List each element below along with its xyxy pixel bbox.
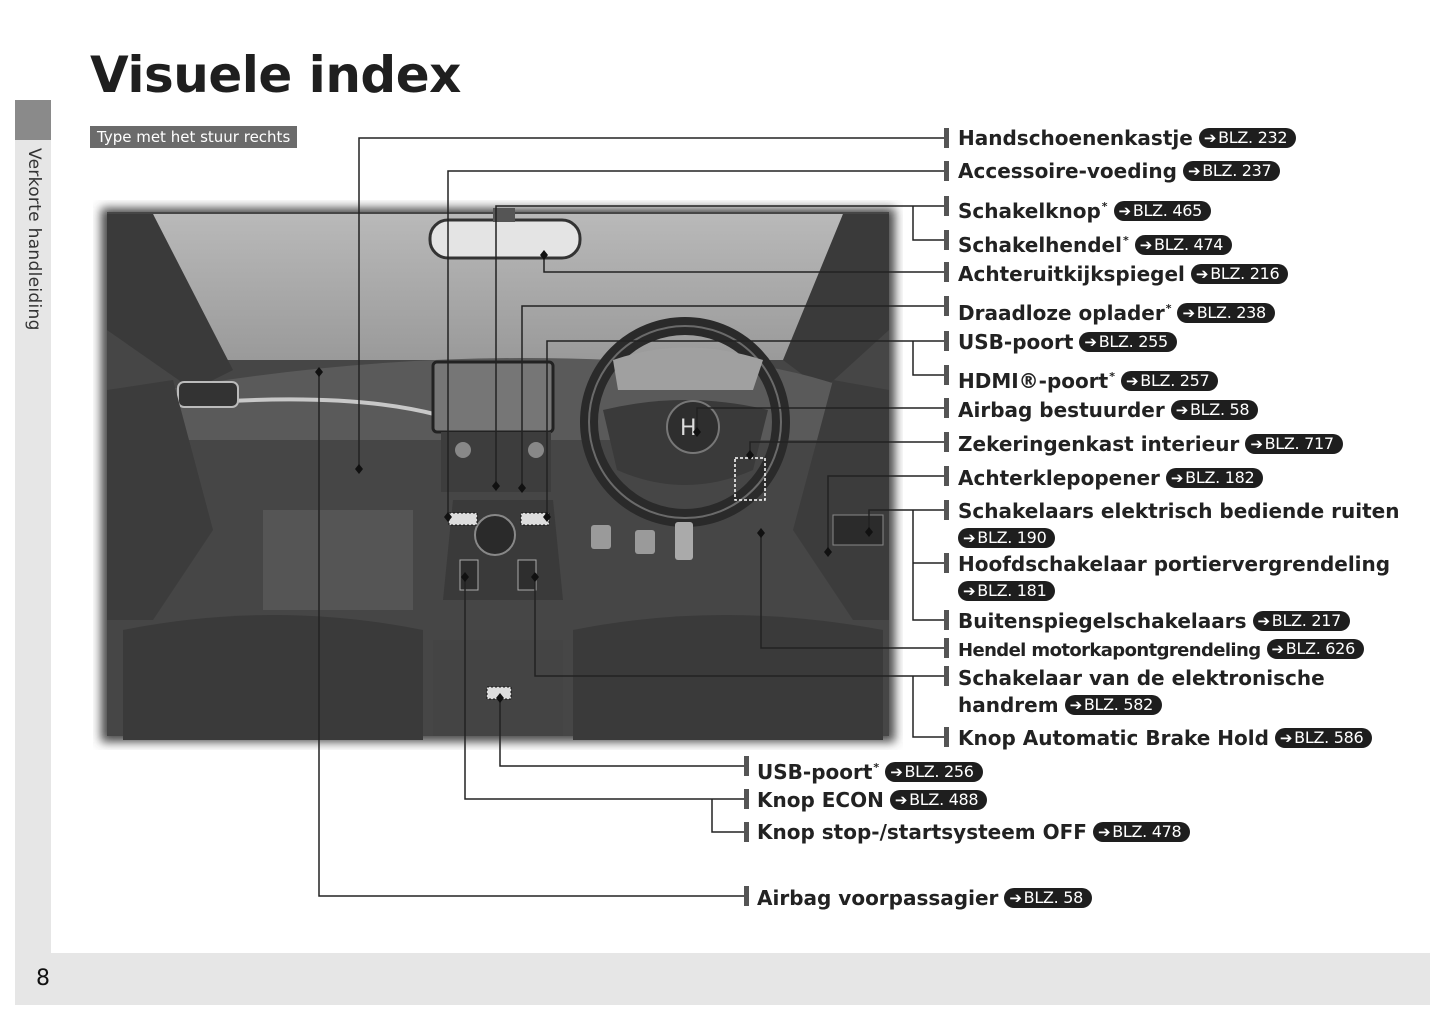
- page-arrow-icon: ➔: [1097, 823, 1111, 841]
- page-ref-badge[interactable]: ➔BLZ. 582: [1064, 695, 1163, 715]
- page-ref-badge[interactable]: ➔BLZ. 232: [1198, 128, 1297, 148]
- page-arrow-icon: ➔: [890, 763, 903, 781]
- page-ref-badge[interactable]: ➔BLZ. 217: [1252, 611, 1350, 631]
- footer-band: [15, 953, 1430, 1005]
- page-arrow-icon: ➔: [963, 582, 976, 600]
- callout-wireless-charger: Draadloze oplader*➔BLZ. 238: [958, 295, 1275, 327]
- callout-hood-release: Hendel motorkapontgrendeling➔BLZ. 626: [958, 637, 1364, 664]
- callout-passenger-airbag: Airbag voorpassagier➔BLZ. 58: [757, 885, 1092, 912]
- page-ref-badge[interactable]: ➔BLZ. 256: [885, 762, 983, 782]
- page-ref-badge[interactable]: ➔BLZ. 626: [1266, 639, 1364, 659]
- callout-usb-port-rear: USB-poort*➔BLZ. 256: [757, 754, 983, 786]
- page-arrow-icon: ➔: [1139, 236, 1153, 254]
- page-arrow-icon: ➔: [1118, 202, 1132, 220]
- page-ref-badge[interactable]: ➔BLZ. 237: [1182, 161, 1281, 181]
- callout-power-window-switches: Schakelaars elektrisch bediende ruiten➔B…: [958, 499, 1400, 548]
- callout-master-door-lock: Hoofdschakelaar portiervergrendeling➔BLZ…: [958, 552, 1391, 601]
- page-arrow-icon: ➔: [1187, 162, 1201, 180]
- page-ref-badge[interactable]: ➔BLZ. 488: [889, 790, 988, 810]
- page-ref-badge[interactable]: ➔BLZ. 465: [1113, 201, 1211, 221]
- page-ref-badge[interactable]: ➔BLZ. 181: [958, 581, 1056, 601]
- page-ref-badge[interactable]: ➔BLZ. 478: [1092, 822, 1191, 842]
- callout-shift-button: Schakelknop*➔BLZ. 465: [958, 193, 1211, 225]
- page-ref-badge[interactable]: ➔BLZ. 182: [1165, 468, 1264, 488]
- page-arrow-icon: ➔: [1069, 696, 1083, 714]
- callout-econ-button: Knop ECON➔BLZ. 488: [757, 787, 988, 814]
- callout-driver-airbag: Airbag bestuurder➔BLZ. 58: [958, 397, 1259, 424]
- callout-start-stop-off: Knop stop-/startsysteem OFF➔BLZ. 478: [757, 819, 1191, 846]
- callout-shift-lever: Schakelhendel*➔BLZ. 474: [958, 227, 1233, 259]
- page-arrow-icon: ➔: [1257, 612, 1271, 630]
- callout-brake-hold: Knop Automatic Brake Hold➔BLZ. 586: [958, 725, 1373, 752]
- page-arrow-icon: ➔: [894, 791, 908, 809]
- page-title: Visuele index: [90, 46, 461, 104]
- page-arrow-icon: ➔: [1271, 640, 1285, 658]
- page-ref-badge[interactable]: ➔BLZ. 216: [1190, 264, 1289, 284]
- page-arrow-icon: ➔: [963, 529, 976, 547]
- page-ref-badge[interactable]: ➔BLZ. 257: [1120, 371, 1219, 391]
- callout-mirror-switches: Buitenspiegelschakelaars➔BLZ. 217: [958, 608, 1350, 635]
- page-arrow-icon: ➔: [1175, 401, 1189, 419]
- page-arrow-icon: ➔: [1250, 435, 1263, 453]
- page-arrow-icon: ➔: [1203, 129, 1217, 147]
- page-arrow-icon: ➔: [1182, 304, 1195, 322]
- page-ref-badge[interactable]: ➔BLZ. 238: [1177, 303, 1275, 323]
- callout-tailgate-opener: Achterklepopener➔BLZ. 182: [958, 465, 1264, 492]
- callout-fuse-box: Zekeringenkast interieur➔BLZ. 717: [958, 431, 1343, 458]
- page-ref-badge[interactable]: ➔BLZ. 474: [1134, 235, 1233, 255]
- page-ref-badge[interactable]: ➔BLZ. 58: [1170, 400, 1259, 420]
- page-ref-badge[interactable]: ➔BLZ. 586: [1274, 728, 1373, 748]
- page-number: 8: [36, 966, 50, 991]
- page-ref-badge[interactable]: ➔BLZ. 255: [1079, 332, 1177, 352]
- dashboard-photo: H: [101, 208, 895, 742]
- callout-glovebox: Handschoenenkastje➔BLZ. 232: [958, 125, 1297, 152]
- page-ref-badge[interactable]: ➔BLZ. 58: [1004, 888, 1092, 908]
- callout-accessory-power: Accessoire-voeding➔BLZ. 237: [958, 158, 1281, 185]
- callout-hdmi-port: HDMI®-poort*➔BLZ. 257: [958, 363, 1219, 395]
- page-arrow-icon: ➔: [1195, 265, 1209, 283]
- page-arrow-icon: ➔: [1170, 469, 1184, 487]
- callout-usb-port: USB-poort➔BLZ. 255: [958, 329, 1177, 356]
- side-tab-label: Verkorte handleiding: [24, 148, 44, 331]
- page-arrow-icon: ➔: [1084, 333, 1097, 351]
- variant-tag: Type met het stuur rechts: [90, 126, 298, 148]
- side-tab-band: [15, 100, 51, 1005]
- page-ref-badge[interactable]: ➔BLZ. 717: [1245, 434, 1343, 454]
- page-arrow-icon: ➔: [1125, 372, 1139, 390]
- page-arrow-icon: ➔: [1279, 729, 1293, 747]
- callout-rearview-mirror: Achteruitkijkspiegel➔BLZ. 216: [958, 261, 1289, 288]
- page-arrow-icon: ➔: [1009, 889, 1022, 907]
- svg-text:H: H: [680, 416, 697, 441]
- page-ref-badge[interactable]: ➔BLZ. 190: [958, 528, 1056, 548]
- side-tab-marker: [15, 100, 51, 140]
